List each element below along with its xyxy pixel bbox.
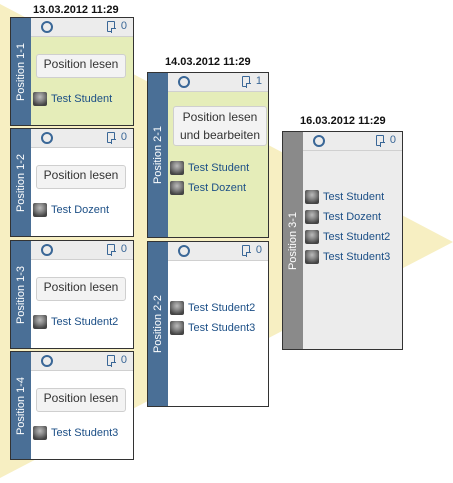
avatar bbox=[305, 250, 319, 264]
document-icon[interactable] bbox=[242, 245, 251, 257]
position-card-3-1[interactable]: Position 3-1 0 Test Student Test Dozent … bbox=[282, 131, 403, 350]
document-icon[interactable] bbox=[107, 132, 116, 144]
user-name[interactable]: Test Student3 bbox=[188, 322, 256, 334]
avatar bbox=[170, 161, 184, 175]
card-header: 0 bbox=[31, 352, 133, 371]
position-title-bar: Position 2-1 bbox=[148, 73, 168, 237]
avatar bbox=[170, 301, 184, 315]
read-and-edit-position-button[interactable]: Position lesen und bearbeiten bbox=[173, 106, 267, 146]
avatar bbox=[33, 92, 47, 106]
avatar bbox=[170, 181, 184, 195]
avatar bbox=[33, 203, 47, 217]
read-position-button[interactable]: Position lesen bbox=[36, 388, 126, 412]
user-item[interactable]: Test Student bbox=[170, 160, 249, 176]
circle-status-icon[interactable] bbox=[41, 244, 53, 256]
read-position-button[interactable]: Position lesen bbox=[36, 277, 126, 301]
position-title: Position 1-4 bbox=[15, 376, 27, 435]
document-count: 0 bbox=[120, 131, 127, 143]
circle-status-icon[interactable] bbox=[313, 135, 325, 147]
document-icon[interactable] bbox=[107, 244, 116, 256]
avatar bbox=[305, 190, 319, 204]
button-label-line-1: Position lesen bbox=[182, 110, 258, 124]
document-count: 0 bbox=[120, 243, 127, 255]
user-item[interactable]: Test Student2 bbox=[170, 300, 255, 316]
card-header: 0 bbox=[303, 132, 402, 151]
position-title-bar: Position 1-2 bbox=[11, 129, 31, 236]
position-title: Position 2-1 bbox=[152, 125, 164, 185]
position-title: Position 2-2 bbox=[152, 294, 164, 354]
document-count: 0 bbox=[120, 354, 127, 366]
user-name[interactable]: Test Student3 bbox=[323, 251, 391, 263]
user-name[interactable]: Test Student bbox=[51, 93, 113, 105]
document-icon[interactable] bbox=[107, 21, 116, 33]
document-icon[interactable] bbox=[107, 355, 116, 367]
position-card-2-1[interactable]: Position 2-1 1 Position lesen und bearbe… bbox=[147, 72, 269, 238]
user-name[interactable]: Test Student2 bbox=[323, 231, 391, 243]
position-title: Position 3-1 bbox=[287, 211, 299, 270]
position-title-bar: Position 3-1 bbox=[283, 132, 303, 349]
position-card-1-4[interactable]: Position 1-4 0 Position lesen Test Stude… bbox=[10, 351, 134, 460]
card-header: 0 bbox=[168, 242, 268, 261]
user-name[interactable]: Test Student2 bbox=[188, 302, 256, 314]
user-item[interactable]: Test Dozent bbox=[305, 209, 381, 225]
read-position-button[interactable]: Position lesen bbox=[36, 54, 126, 78]
user-name[interactable]: Test Student bbox=[188, 162, 250, 174]
circle-status-icon[interactable] bbox=[41, 355, 53, 367]
card-header: 0 bbox=[31, 241, 133, 260]
document-count: 0 bbox=[255, 244, 262, 256]
position-card-1-2[interactable]: Position 1-2 0 Position lesen Test Dozen… bbox=[10, 128, 134, 237]
user-item[interactable]: Test Student2 bbox=[305, 229, 390, 245]
user-name[interactable]: Test Dozent bbox=[51, 204, 110, 216]
card-header: 1 bbox=[168, 73, 268, 92]
document-icon[interactable] bbox=[242, 76, 251, 88]
position-title: Position 1-3 bbox=[15, 265, 27, 324]
document-icon[interactable] bbox=[376, 135, 385, 147]
circle-status-icon[interactable] bbox=[41, 21, 53, 33]
position-card-1-1[interactable]: Position 1-1 0 Position lesen Test Stude… bbox=[10, 17, 134, 126]
user-item[interactable]: Test Student bbox=[33, 91, 112, 107]
user-item[interactable]: Test Student bbox=[305, 189, 384, 205]
read-position-button[interactable]: Position lesen bbox=[36, 165, 126, 189]
position-title-bar: Position 1-1 bbox=[11, 18, 31, 125]
circle-status-icon[interactable] bbox=[178, 76, 190, 88]
position-card-2-2[interactable]: Position 2-2 0 Test Student2 Test Studen… bbox=[147, 241, 269, 407]
avatar bbox=[33, 315, 47, 329]
column-1-date: 13.03.2012 11:29 bbox=[33, 4, 119, 16]
document-count: 1 bbox=[255, 75, 262, 87]
button-label-line-2: und bearbeiten bbox=[179, 128, 261, 142]
user-item[interactable]: Test Student2 bbox=[33, 314, 118, 330]
avatar bbox=[33, 426, 47, 440]
user-name[interactable]: Test Student3 bbox=[51, 427, 119, 439]
user-item[interactable]: Test Student3 bbox=[305, 249, 390, 265]
position-title-bar: Position 2-2 bbox=[148, 242, 168, 406]
avatar bbox=[305, 210, 319, 224]
user-name[interactable]: Test Dozent bbox=[188, 182, 247, 194]
position-title: Position 1-1 bbox=[15, 42, 27, 101]
user-name[interactable]: Test Student2 bbox=[51, 316, 119, 328]
user-item[interactable]: Test Student3 bbox=[170, 320, 255, 336]
position-title-bar: Position 1-3 bbox=[11, 241, 31, 348]
user-name[interactable]: Test Student bbox=[323, 191, 385, 203]
circle-status-icon[interactable] bbox=[41, 132, 53, 144]
card-header: 0 bbox=[31, 129, 133, 148]
avatar bbox=[170, 321, 184, 335]
user-item[interactable]: Test Dozent bbox=[33, 202, 109, 218]
document-count: 0 bbox=[120, 20, 127, 32]
document-count: 0 bbox=[389, 134, 396, 146]
position-card-1-3[interactable]: Position 1-3 0 Position lesen Test Stude… bbox=[10, 240, 134, 349]
user-name[interactable]: Test Dozent bbox=[323, 211, 382, 223]
column-3-date: 16.03.2012 11:29 bbox=[300, 115, 386, 127]
user-item[interactable]: Test Dozent bbox=[170, 180, 246, 196]
user-item[interactable]: Test Student3 bbox=[33, 425, 118, 441]
card-header: 0 bbox=[31, 18, 133, 37]
column-2-date: 14.03.2012 11:29 bbox=[165, 56, 251, 68]
position-title-bar: Position 1-4 bbox=[11, 352, 31, 459]
position-title: Position 1-2 bbox=[15, 153, 27, 212]
avatar bbox=[305, 230, 319, 244]
circle-status-icon[interactable] bbox=[178, 245, 190, 257]
